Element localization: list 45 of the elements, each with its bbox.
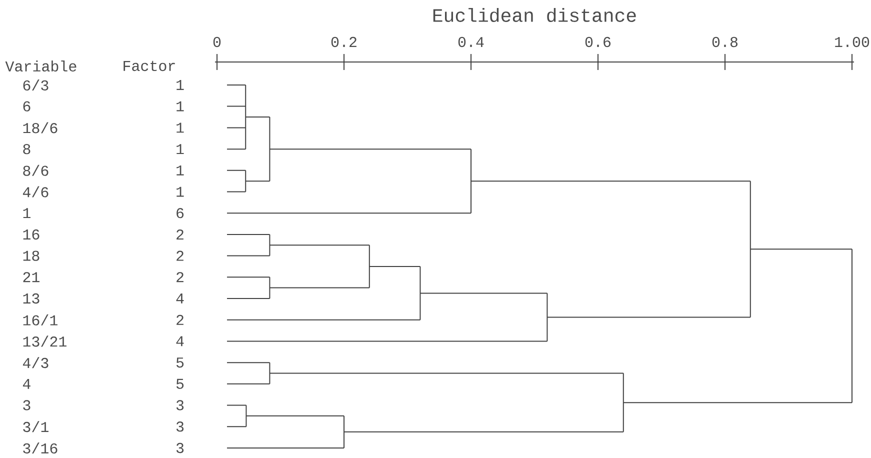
- variable-label: 3: [23, 400, 30, 410]
- variable-label: 13: [23, 293, 40, 304]
- factor-value: 1: [176, 101, 184, 112]
- variable-label: 8/6: [23, 164, 48, 176]
- tick-label: 1.00: [835, 36, 870, 48]
- factor-value: 1: [176, 165, 184, 176]
- tick-label: 0.6: [585, 36, 611, 48]
- factor-value: 2: [176, 314, 184, 325]
- variable-label: 16/1: [23, 314, 58, 326]
- variable-label: 21: [23, 272, 40, 282]
- variable-label: 4/6: [22, 186, 48, 198]
- variable-label: 13/21: [23, 336, 66, 347]
- factor-value: 1: [176, 80, 184, 90]
- variable-label: 4/3: [22, 357, 48, 368]
- tick-label: 0: [213, 36, 221, 48]
- factor-value: 1: [176, 122, 184, 133]
- tick-label: 0.8: [712, 36, 738, 48]
- variable-label: 8: [23, 144, 30, 154]
- factor-value: 1: [176, 144, 184, 154]
- factor-value: 2: [176, 272, 184, 282]
- variable-label: 18: [23, 250, 40, 261]
- variable-label: 3/16: [23, 442, 58, 454]
- factor-value: 5: [176, 358, 184, 368]
- column-header: Variable: [5, 60, 76, 72]
- factor-value: 3: [176, 442, 184, 454]
- factor-value: 3: [176, 422, 184, 432]
- factor-value: 6: [176, 208, 184, 218]
- factor-value: 4: [176, 336, 184, 346]
- variable-label: 3/1: [23, 421, 48, 432]
- tick-label: 0.2: [331, 36, 356, 48]
- factor-value: 2: [176, 250, 184, 261]
- variable-label: 6/3: [23, 80, 48, 90]
- variable-label: 18/6: [23, 122, 58, 134]
- tick-label: 0.4: [458, 36, 484, 48]
- factor-value: 1: [176, 186, 184, 197]
- variable-label: 4: [22, 378, 30, 389]
- column-header: Factor: [124, 60, 175, 72]
- factor-value: 5: [176, 378, 184, 389]
- variable-label: 6: [23, 101, 30, 112]
- factor-value: 3: [176, 400, 184, 410]
- factor-value: 2: [176, 229, 184, 240]
- axis-title: Euclidean distance: [433, 8, 636, 22]
- factor-value: 4: [176, 294, 184, 304]
- variable-label: 1: [23, 208, 30, 218]
- variable-label: 16: [23, 229, 40, 240]
